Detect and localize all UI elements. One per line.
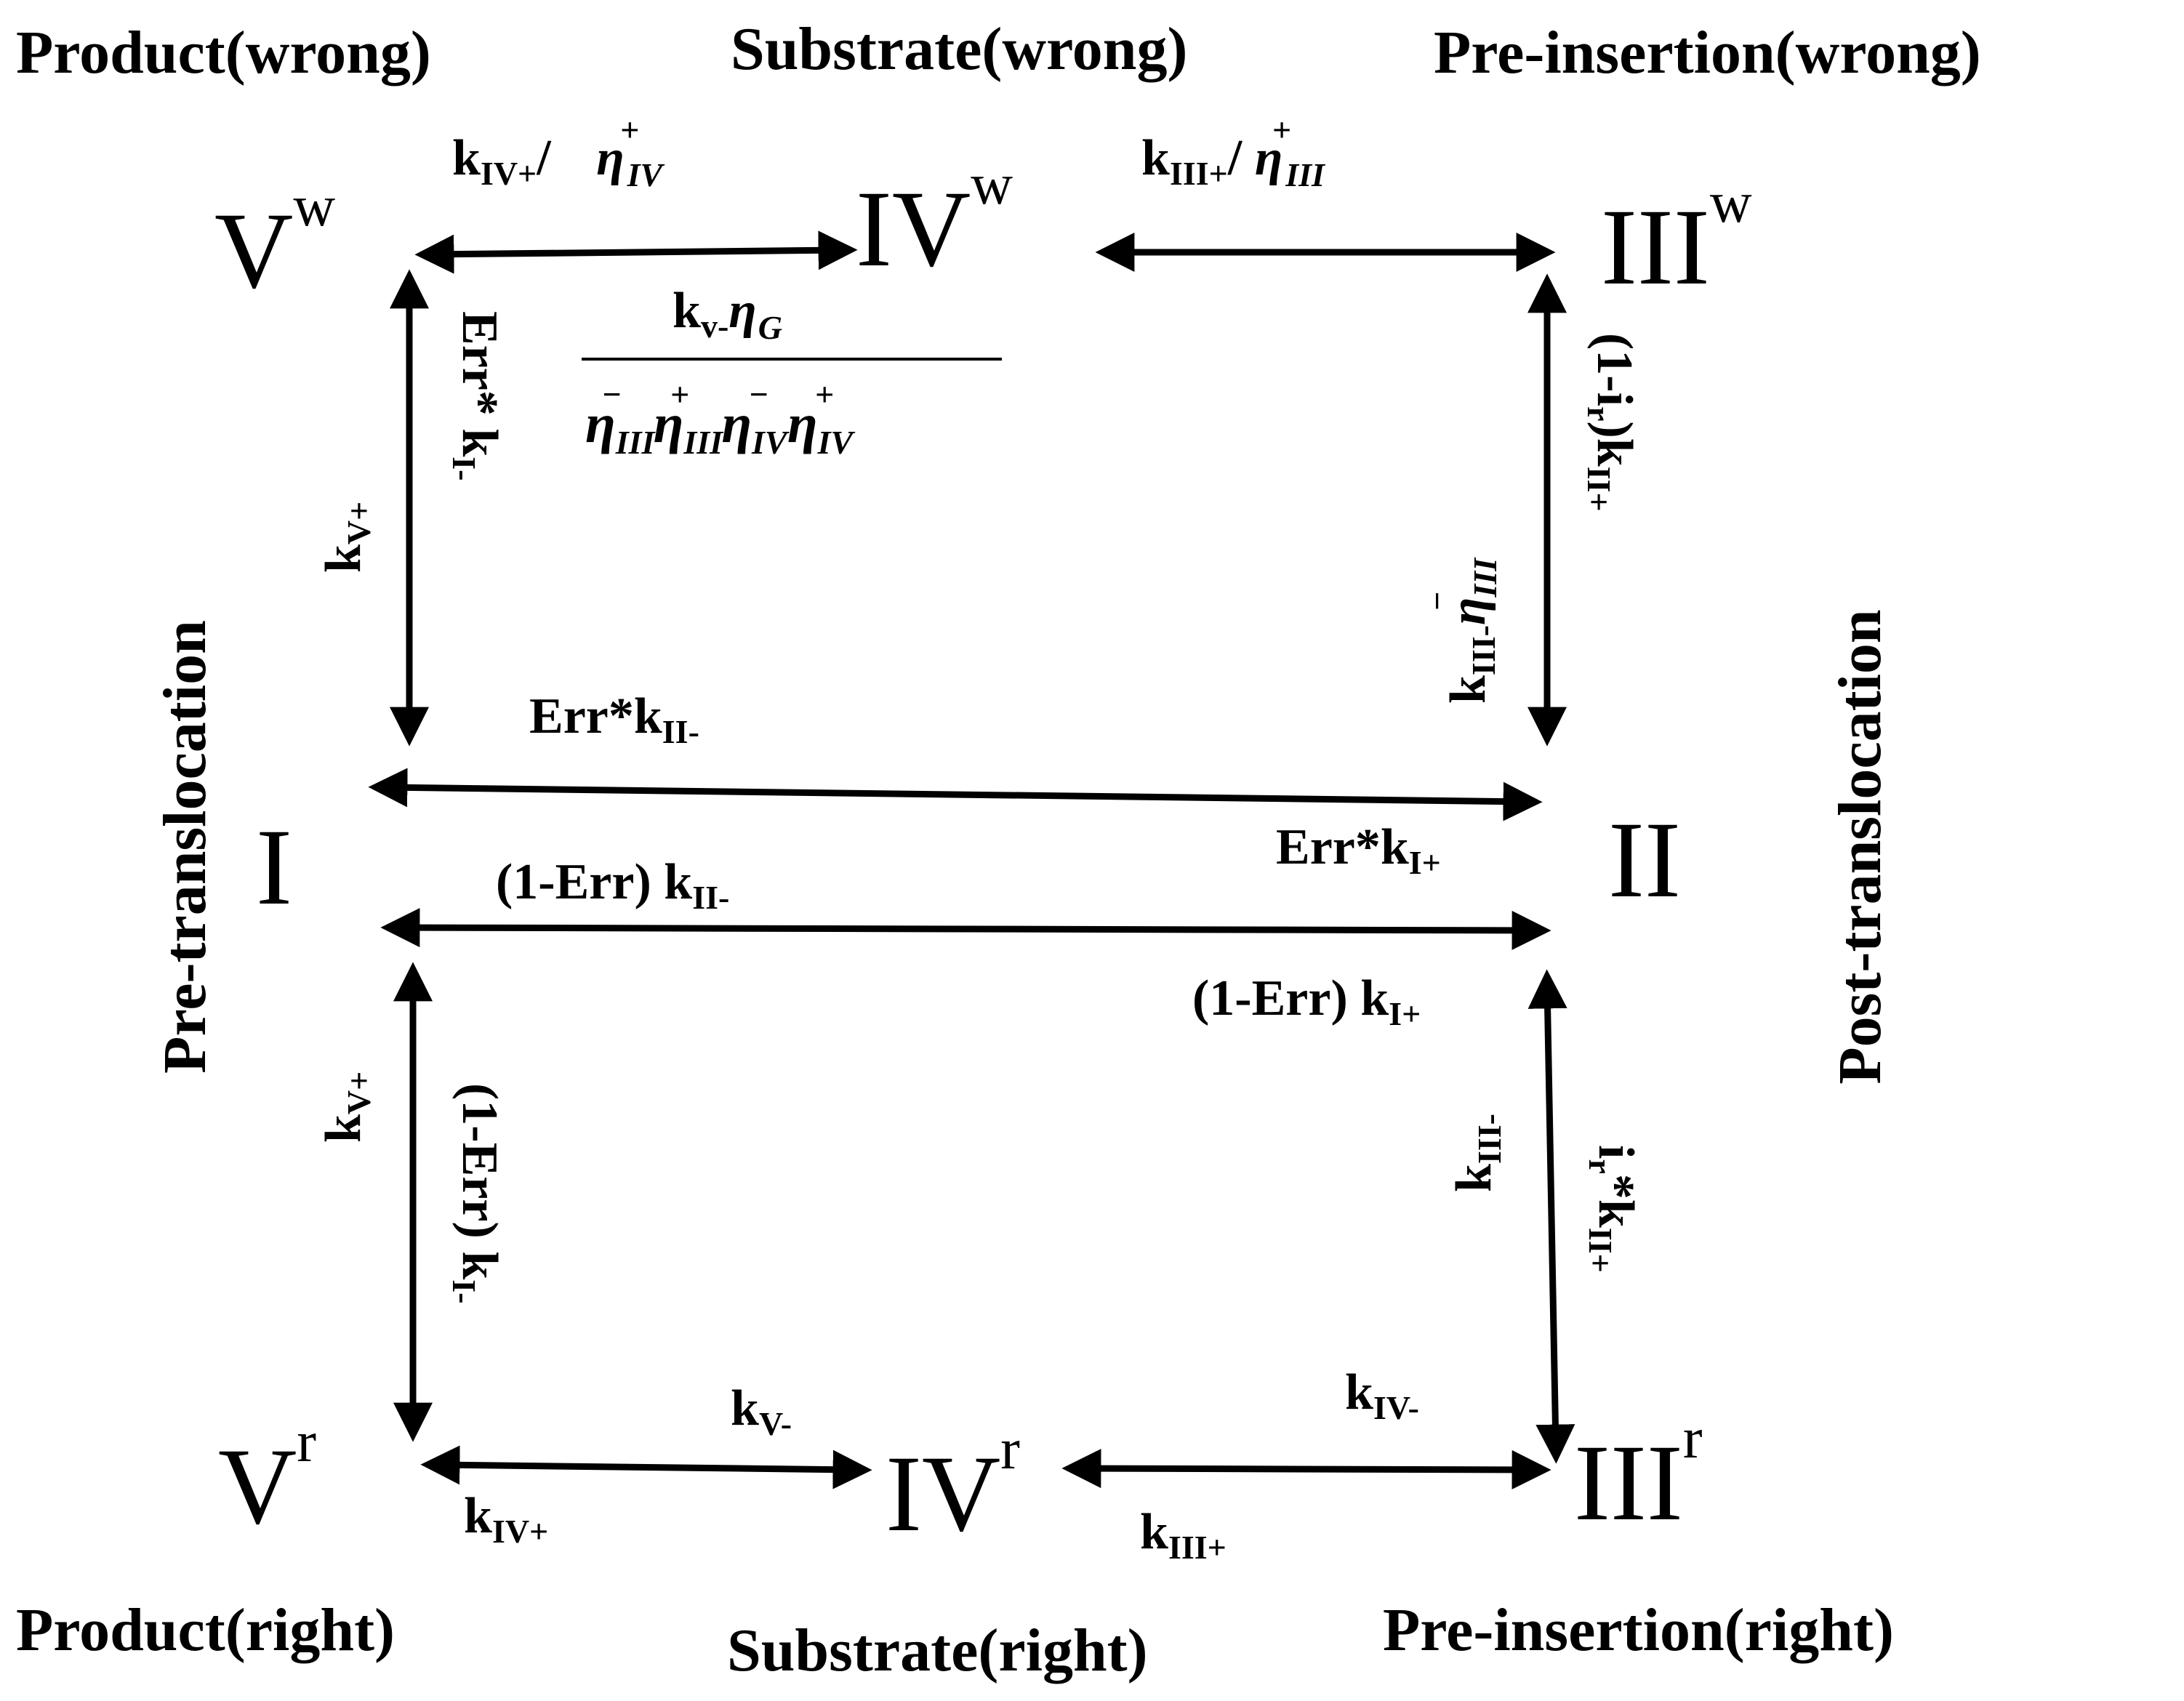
state-v-wrong: Vw: [214, 174, 335, 311]
rate-mid-top-back: Err*kI+: [1276, 819, 1441, 881]
rate-left-lower-kv: kV+: [316, 1071, 377, 1143]
state-v-right: Vr: [218, 1410, 316, 1547]
rate-left-lower-err: (1-Err) kI-: [446, 1083, 507, 1303]
region-substrate-wrong: Substrate(wrong): [731, 15, 1187, 83]
rate-right-upper-ir: (1-ir)kII+: [1581, 333, 1642, 512]
state-iii-right: IIIr: [1574, 1407, 1703, 1543]
rate-top-left: kIV+/ ηIV+: [452, 111, 665, 193]
rate-mid-bottom-back: (1-Err) kI+: [1192, 970, 1421, 1032]
rate-left-upper-kv: kV+: [316, 502, 377, 573]
rate-right-lower-k: kIII-: [1446, 1114, 1508, 1192]
arrow-ivr-iiir: [1061, 1449, 1551, 1489]
rate-fraction-denominator: ηIII−ηIII+ηIV−ηIV+: [585, 376, 855, 461]
arrow-ii-iiir: [1527, 969, 1575, 1464]
state-iv-right: IVr: [886, 1418, 1020, 1554]
rate-bottom-kiv-plus: kIV+: [464, 1488, 548, 1550]
arrow-vw-ivw: [414, 230, 858, 274]
region-substrate-right: Substrate(right): [727, 1617, 1148, 1684]
rate-fraction-numerator: kv-ηG: [673, 283, 782, 346]
region-product-wrong: Product(wrong): [16, 19, 431, 87]
region-pre-translocation: Pre-translocation: [151, 620, 219, 1074]
state-iii-wrong: IIIw: [1601, 171, 1752, 307]
rate-bottom-kiii-plus: kIII+: [1140, 1504, 1227, 1566]
rate-right-lower-ir: ir*kII+: [1582, 1145, 1644, 1273]
arrow-i-ii-upper: [368, 768, 1543, 821]
rate-left-upper-err: Err* kI-: [446, 311, 507, 481]
state-ii: II: [1608, 800, 1681, 920]
state-iv-wrong: IVw: [856, 153, 1013, 289]
rate-mid-top: Err*kII-: [529, 688, 699, 750]
state-i: I: [256, 807, 292, 928]
rate-mid-bottom: (1-Err) kII-: [496, 854, 729, 916]
arrow-vr-ivr: [420, 1445, 872, 1489]
rate-right-upper-k: kIII-ηIII−: [1418, 557, 1503, 704]
rate-bottom-kv: kV-: [731, 1380, 792, 1442]
region-preinsertion-right: Pre-insertion(right): [1383, 1596, 1894, 1664]
region-product-right: Product(right): [16, 1596, 395, 1664]
arrow-i-ii-lower: [380, 908, 1551, 950]
region-post-translocation: Post-translocation: [1826, 609, 1894, 1084]
rate-bottom-kiv-minus: kIV-: [1345, 1364, 1419, 1426]
rate-top-right: kIII+/ ηIII+: [1141, 111, 1326, 193]
region-preinsertion-wrong: Pre-insertion(wrong): [1434, 19, 1981, 87]
